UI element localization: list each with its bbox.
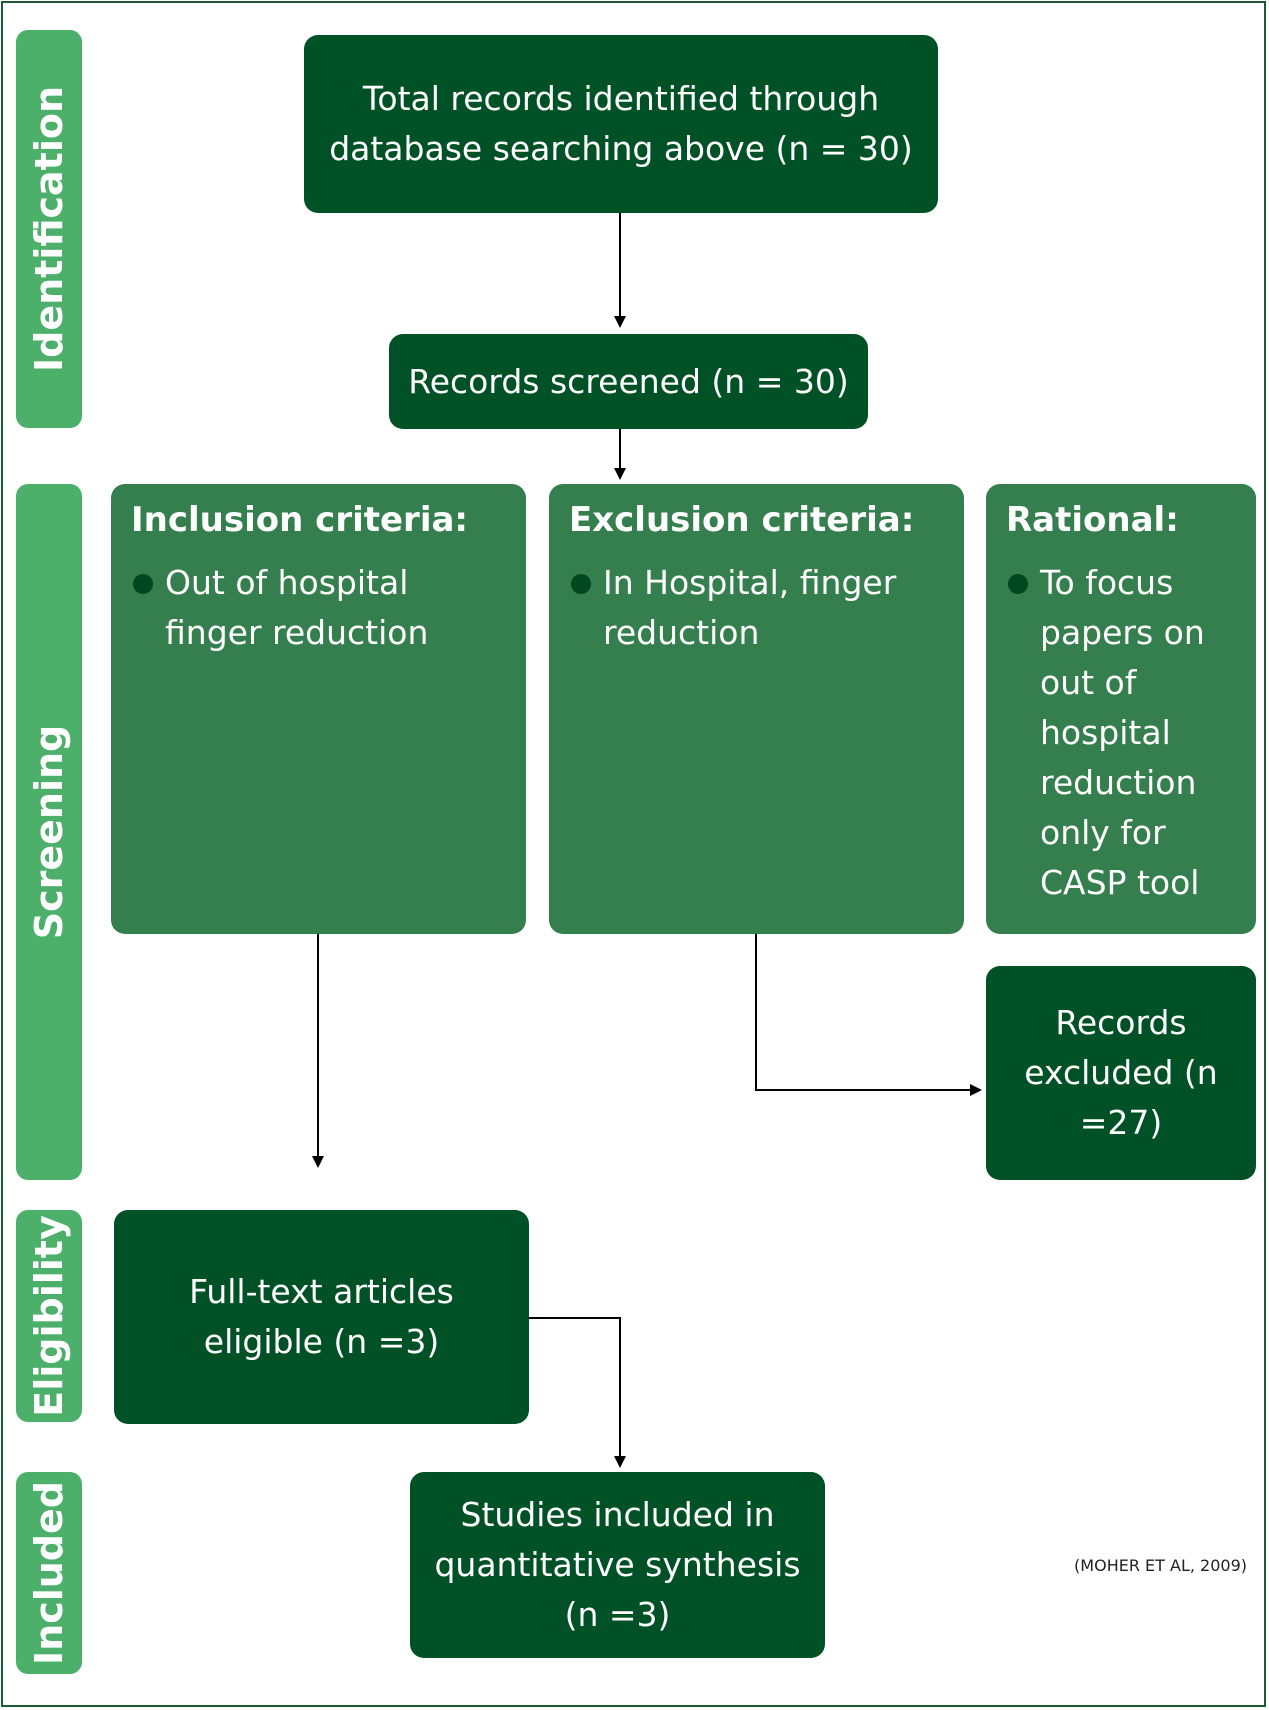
records-excluded-text: Records excluded (n =27): [1024, 1003, 1218, 1142]
inclusion-criteria-bullet: Out of hospital finger reduction: [131, 558, 510, 658]
phase-eligibility: Eligibility: [16, 1210, 82, 1422]
total-records-box: Total records identified through databas…: [304, 35, 938, 213]
exclusion-criteria-bullet: In Hospital, finger reduction: [569, 558, 948, 658]
inclusion-criteria-box: Inclusion criteria: Out of hospital fing…: [111, 484, 526, 934]
exclusion-criteria-title: Exclusion criteria:: [569, 500, 915, 540]
phase-identification: Identification: [16, 30, 82, 428]
rational-box: Rational: To focus papers on out of hosp…: [986, 484, 1256, 934]
arrow-exclusion-to-excluded: [755, 934, 982, 1096]
phase-included: Included: [16, 1472, 82, 1674]
inclusion-criteria-title: Inclusion criteria:: [131, 500, 469, 540]
records-screened-text: Records screened (n = 30): [408, 361, 849, 401]
total-records-text: Total records identified through databas…: [329, 79, 913, 168]
studies-included-text: Studies included in quantitative synthes…: [434, 1495, 801, 1634]
arrow-fulltext-to-included: [529, 1317, 626, 1468]
records-excluded-box: Records excluded (n =27): [986, 966, 1256, 1180]
rational-bullet: To focus papers on out of hospital reduc…: [1006, 558, 1248, 908]
full-text-box: Full-text articles eligible (n =3): [114, 1210, 529, 1424]
rational-title: Rational:: [1006, 500, 1179, 540]
exclusion-criteria-box: Exclusion criteria: In Hospital, finger …: [549, 484, 964, 934]
phase-screening: Screening: [16, 484, 82, 1180]
full-text-text: Full-text articles eligible (n =3): [189, 1272, 454, 1361]
citation-credit: (MOHER ET AL, 2009): [1074, 1556, 1247, 1575]
records-screened-box: Records screened (n = 30): [389, 334, 868, 429]
studies-included-box: Studies included in quantitative synthes…: [410, 1472, 825, 1658]
